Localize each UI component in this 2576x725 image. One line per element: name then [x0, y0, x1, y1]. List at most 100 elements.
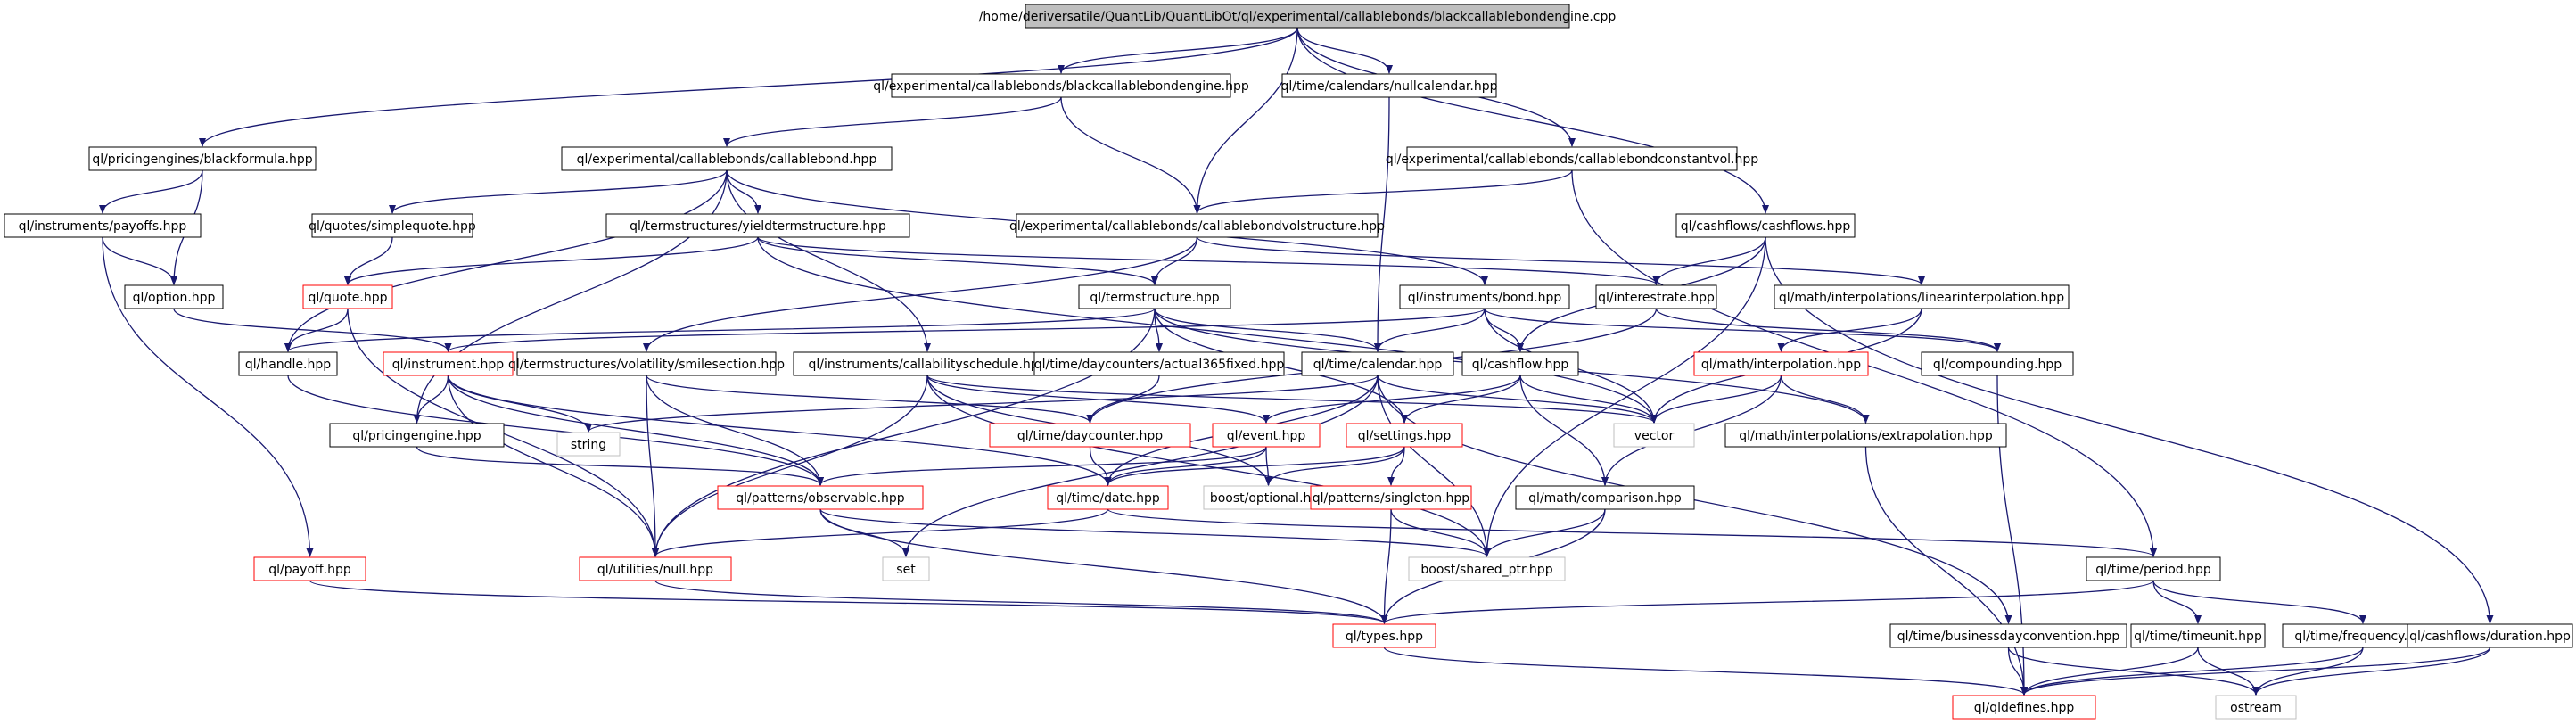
file-node-ql-time-period-hpp[interactable]: ql/time/period.hpp [2086, 556, 2221, 581]
file-node-ql-settings-hpp[interactable]: ql/settings.hpp [1346, 423, 1463, 448]
node-box [4, 213, 202, 238]
node-box [717, 485, 924, 510]
node-label: ql/patterns/singleton.hpp [1313, 491, 1470, 506]
edge-types-to-qldefines [1383, 647, 2028, 696]
edge-callablebond-to-pricingengine [413, 169, 728, 424]
file-node-ql-termstructures-yieldtermstructure-hpp[interactable]: ql/termstructures/yieldtermstructure.hpp [605, 213, 910, 238]
file-node-ql-patterns-observable-hpp[interactable]: ql/patterns/observable.hpp [717, 485, 924, 510]
file-node-set: set [882, 556, 930, 581]
node-box [1724, 423, 2007, 448]
file-node-ql-pricingengines-blackformula-hpp[interactable]: ql/pricingengines/blackformula.hpp [88, 146, 317, 171]
edge-callablebond-to-simplequote [389, 169, 728, 214]
file-node-ql-cashflows-cashflows-hpp[interactable]: ql/cashflows/cashflows.hpp [1675, 213, 1856, 238]
node-label: ql/math/interpolation.hpp [1701, 358, 1861, 372]
node-box [579, 556, 732, 581]
file-node-ql-handle-hpp[interactable]: ql/handle.hpp [238, 351, 338, 376]
edge-calendar-to-sharedptr [1377, 375, 1491, 557]
node-label: vector [1634, 429, 1675, 443]
node-box [124, 284, 224, 309]
node-box [1889, 623, 2127, 648]
node-label: ql/option.hpp [133, 291, 216, 305]
file-node-ql-quotes-simplequote-hpp[interactable]: ql/quotes/simplequote.hpp [309, 213, 476, 238]
edge-bond-to-compounding [1484, 308, 2001, 352]
file-node-ql-math-interpolations-linearinterpolation-hpp[interactable]: ql/math/interpolations/linearinterpolati… [1774, 284, 2070, 309]
edge-duration-to-ostream [2252, 647, 2491, 696]
edge-payoffs-to-option [102, 236, 177, 285]
node-box [1406, 146, 1738, 171]
file-node-ql-cashflow-hpp[interactable]: ql/cashflow.hpp [1461, 351, 1579, 376]
edge-bcbe_hpp-to-callablebond [723, 96, 1062, 147]
file-node-ql-quote-hpp[interactable]: ql/quote.hpp [302, 284, 393, 309]
file-node-ql-patterns-singleton-hpp[interactable]: ql/patterns/singleton.hpp [1310, 485, 1472, 510]
file-node-ql-experimental-callablebonds-callablebondvolstructure-hpp[interactable]: ql/experimental/callablebonds/callablebo… [1009, 213, 1385, 238]
file-node-ql-instruments-callabilityschedule-hpp[interactable]: ql/instruments/callabilityschedule.hpp [793, 351, 1062, 376]
file-node-ql-time-businessdayconvention-hpp[interactable]: ql/time/businessdayconvention.hpp [1889, 623, 2127, 648]
file-node-ql-payoff-hpp[interactable]: ql/payoff.hpp [253, 556, 366, 581]
file-node-ql-types-hpp[interactable]: ql/types.hpp [1332, 623, 1436, 648]
edge-cashflows-to-interestrate [1652, 236, 1766, 285]
file-node-ql-experimental-callablebonds-blackcallablebondengine-hpp[interactable]: ql/experimental/callablebonds/blackcalla… [873, 73, 1249, 98]
file-node-ql-experimental-callablebonds-callablebond-hpp[interactable]: ql/experimental/callablebonds/callablebo… [561, 146, 893, 171]
file-node-ql-event-hpp[interactable]: ql/event.hpp [1212, 423, 1321, 448]
file-node-ql-math-comparison-hpp[interactable]: ql/math/comparison.hpp [1515, 485, 1695, 510]
file-node-ql-math-interpolations-extrapolation-hpp[interactable]: ql/math/interpolations/extrapolation.hpp [1724, 423, 2007, 448]
node-box [253, 556, 366, 581]
file-node-ql-termstructures-volatility-smilesection-hpp[interactable]: ql/termstructures/volatility/smilesectio… [508, 351, 785, 376]
node-label: boost/optional.hpp [1210, 491, 1327, 506]
node-label: ql/instruments/callabilityschedule.hpp [808, 358, 1046, 372]
edge-date-to-period [1107, 508, 2157, 557]
edge-cashflow-to-vector [1519, 375, 1658, 424]
edge-callsched-to-sharedptr [926, 375, 1491, 557]
edge-period-to-timeunit [2152, 580, 2202, 624]
file-node-ql-time-daycounter-hpp[interactable]: ql/time/daycounter.hpp [989, 423, 1191, 448]
node-box [1346, 423, 1463, 448]
node-label: ql/time/timeunit.hpp [2134, 630, 2262, 644]
node-label: ql/qldefines.hpp [1974, 701, 2075, 715]
node-label: ql/settings.hpp [1358, 429, 1452, 443]
edge-payoff-to-types [309, 580, 1388, 624]
edge-nullhpp-to-types [654, 580, 1388, 624]
file-node-ql-time-calendar-hpp[interactable]: ql/time/calendar.hpp [1301, 351, 1454, 376]
node-box [1613, 423, 1695, 448]
edge-termstructure-to-calendar [1154, 308, 1381, 352]
edge-callablebond-to-handle [284, 169, 728, 352]
file-node-ql-interestrate-hpp[interactable]: ql/interestrate.hpp [1595, 284, 1717, 309]
file-node-ql-instruments-bond-hpp[interactable]: ql/instruments/bond.hpp [1399, 284, 1570, 309]
file-node-ql-time-date-hpp[interactable]: ql/time/date.hpp [1047, 485, 1169, 510]
node-box [302, 284, 393, 309]
file-node-ql-time-daycounters-actual365fixed-hpp[interactable]: ql/time/daycounters/actual365fixed.hpp [1033, 351, 1285, 376]
edge-calendar-to-string [585, 375, 1379, 433]
file-node-ql-compounding-hpp[interactable]: ql/compounding.hpp [1921, 351, 2074, 376]
file-node-ql-option-hpp[interactable]: ql/option.hpp [124, 284, 224, 309]
edge-timeunit-to-qldefines [2020, 647, 2199, 696]
node-box [882, 556, 930, 581]
node-label: ql/utilities/null.hpp [597, 563, 713, 577]
file-node-ql-termstructure-hpp[interactable]: ql/termstructure.hpp [1078, 284, 1231, 309]
edge-cbvolstruct-to-termstructure [1151, 236, 1198, 285]
node-label: ql/time/businessdayconvention.hpp [1897, 630, 2120, 644]
node-label: ql/termstructure.hpp [1090, 291, 1219, 305]
file-node-ql-time-calendars-nullcalendar-hpp[interactable]: ql/time/calendars/nullcalendar.hpp [1281, 73, 1498, 98]
edge-linearinterp-to-interpolation [1777, 308, 1922, 352]
file-node-ql-qldefines-hpp[interactable]: ql/qldefines.hpp [1952, 695, 2096, 720]
node-box [556, 432, 621, 457]
edge-bond-to-calendar [1374, 308, 1486, 352]
file-node-ql-pricingengine-hpp[interactable]: ql/pricingengine.hpp [329, 423, 505, 448]
node-label: ql/compounding.hpp [1933, 358, 2062, 372]
node-label: set [896, 563, 916, 577]
file-node-ql-cashflows-duration-hpp[interactable]: ql/cashflows/duration.hpp [2407, 623, 2573, 648]
file-node-ql-instrument-hpp[interactable]: ql/instrument.hpp [383, 351, 514, 376]
file-node-ql-math-interpolation-hpp[interactable]: ql/math/interpolation.hpp [1693, 351, 1869, 376]
file-node-ql-time-timeunit-hpp[interactable]: ql/time/timeunit.hpp [2130, 623, 2266, 648]
node-box [238, 351, 338, 376]
edge-comparison-to-sharedptr [1483, 508, 1606, 557]
file-node-ql-experimental-callablebonds-callablebondconstantvol-hpp[interactable]: ql/experimental/callablebonds/callablebo… [1386, 146, 1758, 171]
file-node-ql-instruments-payoffs-hpp[interactable]: ql/instruments/payoffs.hpp [4, 213, 202, 238]
edge-root-to-cashflows [1296, 27, 1769, 214]
file-node-ql-utilities-null-hpp[interactable]: ql/utilities/null.hpp [579, 556, 732, 581]
node-label: ql/time/period.hpp [2095, 563, 2211, 577]
node-label: ql/time/calendars/nullcalendar.hpp [1281, 79, 1498, 94]
edge-root-to-nullcal [1296, 27, 1393, 74]
node-label: ql/cashflow.hpp [1472, 358, 1569, 372]
